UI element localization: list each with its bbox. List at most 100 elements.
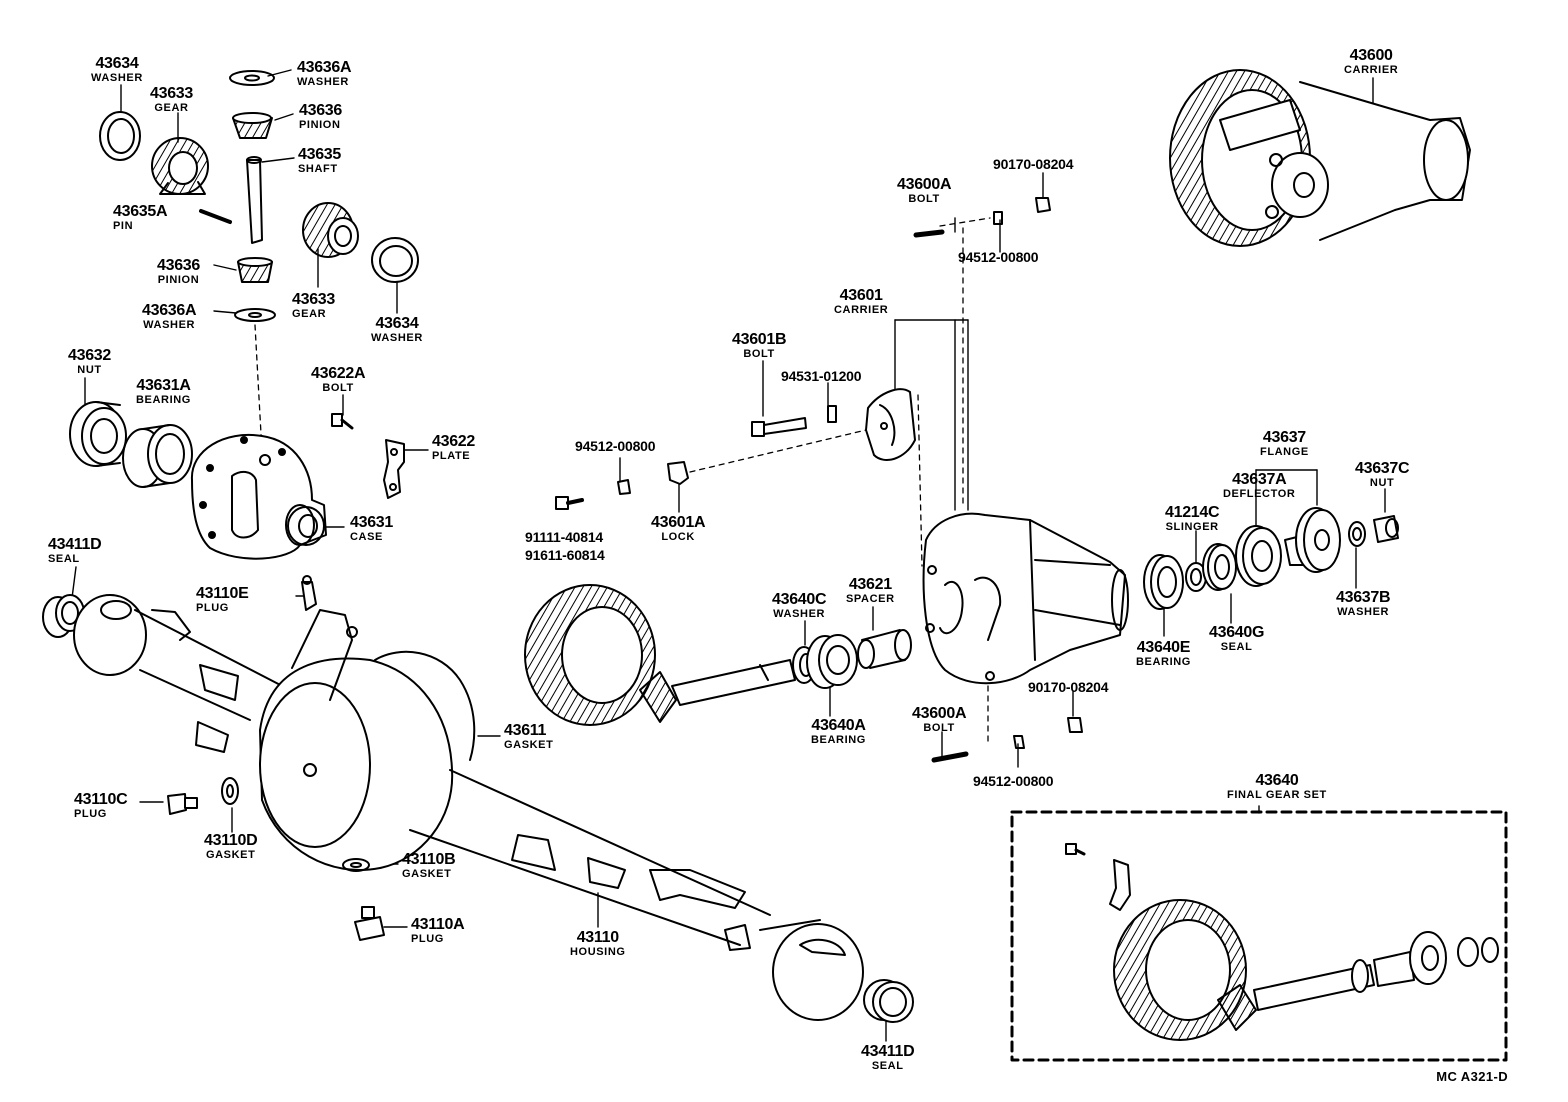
flange-43637-drawing [1284,507,1341,573]
leader-lines [71,69,1386,1042]
part-number: 43110 [576,929,619,946]
label-43637-flange: 43637 FLANGE [1260,430,1309,458]
part-name: SHAFT [298,163,338,175]
part-name: DEFLECTOR [1223,488,1296,500]
label-43601-carrier: 43601 CARRIER [834,288,888,316]
part-number: 43110D [204,832,258,849]
part-name: PLUG [411,933,444,945]
bearing-43640E-drawing [1143,554,1184,610]
part-name: BOLT [908,193,940,205]
part-number: 43631 [350,514,393,531]
label-43110A-plug: 43110A PLUG [411,916,465,945]
label-43640G-seal: 43640G SEAL [1209,625,1264,653]
pinion-shaft-drawing [246,156,263,244]
thrust-washer-lower-drawing [234,308,276,322]
part-name: WASHER [773,608,826,620]
part-name: PLUG [74,808,107,820]
part-name: GASKET [205,849,256,861]
part-number: 43631A [136,377,191,394]
part-name: PLATE [432,450,471,462]
bolt-43601B-drawing [751,417,807,437]
stud-bolt-top-drawing [913,229,945,238]
carrier-assembly-43600-drawing [1169,69,1471,247]
part-number: 43636 [299,102,342,119]
label-43600-carrier: 43600 CARRIER [1344,48,1398,76]
part-number: 43601 [839,287,883,304]
label-43600A-bolt: 43600A BOLT [897,177,952,205]
part-name: LOCK [661,531,695,543]
gasket-43110B-drawing [342,858,370,872]
part-number: 43622 [432,433,475,450]
label-43637B-washer: 43637B WASHER [1336,590,1391,618]
part-number: 43635 [298,146,341,163]
part-number: 43110A [411,916,465,933]
nut-bottom-drawing [1067,717,1083,733]
label-43637C-nut: 43637C NUT [1355,461,1410,489]
part-number: 43640 [1255,772,1299,789]
code-94512-bottom: 94512-00800 [973,773,1054,789]
label-43600A-bolt-lower: 43600A BOLT [912,706,967,734]
label-43611-gasket: 43611 GASKET [504,723,553,751]
part-name: FLANGE [1260,446,1309,458]
label-43110B-gasket: 43110B GASKET [402,851,456,880]
part-name: WASHER [143,319,196,331]
part-number: 43634 [95,55,139,72]
washer-top-drawing [993,211,1003,225]
part-name: GEAR [292,308,327,320]
bolt-43622A-drawing [331,413,354,430]
carrier-43601-drawing [922,512,1129,685]
code-91611: 91611-60814 [525,547,605,563]
label-43110E-plug: 43110E PLUG [196,585,249,614]
part-number: 41214C [1165,504,1220,521]
part-name: BOLT [322,382,354,394]
bearing-cap-drawing [865,388,916,461]
small-washer-drawing [617,479,631,495]
label-43635-shaft: 43635 SHAFT [298,147,341,175]
label-43622-plate: 43622 PLATE [432,434,475,462]
label-43640E-bearing: 43640E BEARING [1136,640,1191,668]
part-number: 43633 [150,85,193,102]
part-name: WASHER [371,332,423,344]
side-gear-lower-drawing [302,202,359,258]
part-name: CARRIER [834,304,889,316]
part-name: PIN [113,220,134,232]
part-name: PINION [299,119,341,131]
part-number: 43411D [861,1043,915,1060]
part-name: BOLT [923,722,955,734]
deflector-43637A-drawing [1235,525,1282,587]
part-number: 43611 [504,722,547,739]
pinion-lower-drawing [237,257,273,283]
code-94512-top: 94512-00800 [958,249,1039,265]
part-number: 43640G [1209,624,1265,641]
label-43110-housing: 43110 HOUSING [570,930,626,958]
label-43640A-bearing: 43640A BEARING [811,718,866,746]
part-number: 43640A [811,717,866,734]
part-number: 43633 [292,291,335,308]
nut-top-drawing [1035,197,1051,213]
label-43636-pinion: 43636 PINION [299,103,342,131]
washer-bottom-drawing [1013,735,1025,749]
bearing-nut-drawing [69,401,127,467]
seal-43411D-right-drawing [863,979,914,1023]
part-name: CARRIER [1344,64,1399,76]
washer-43637B-drawing [1348,521,1366,547]
thrust-washer-drawing [229,70,275,86]
part-number: 43637 [1262,429,1306,446]
diagram-reference: MC A321-D [1436,1069,1508,1084]
label-43632-nut: 43632 NUT [68,348,111,376]
part-number: 43110B [402,851,456,868]
label-43622A-bolt: 43622A BOLT [311,366,366,394]
seal-43640G-drawing [1202,543,1237,591]
lock-plate-drawing [383,439,405,499]
part-number: 43110E [196,585,249,602]
part-number: 43636 [157,257,200,274]
code-91111: 91111-40814 [525,529,604,545]
label-43636-pinion-lower: 43636 PINION [157,258,200,286]
part-name: BEARING [136,394,191,406]
part-name: FINAL GEAR SET [1227,789,1327,801]
part-name: GEAR [154,102,189,114]
lock-pin-drawing [199,209,232,224]
label-43411D-seal-right: 43411D SEAL [861,1043,915,1072]
